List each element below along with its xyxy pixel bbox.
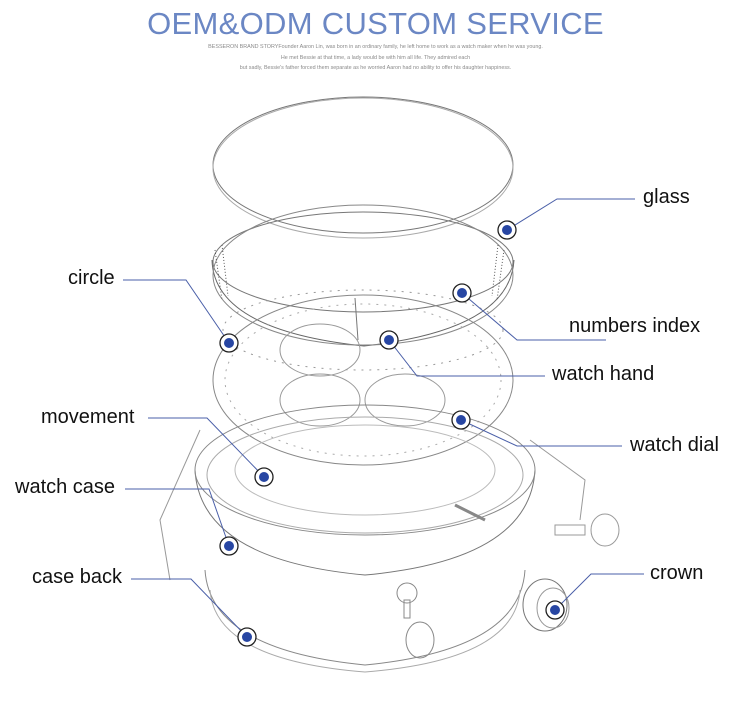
label-numbers-index: numbers index [569, 315, 701, 337]
label-movement: movement [41, 406, 135, 428]
leader-line-watch-case [125, 488, 230, 547]
circle-part [211, 204, 515, 347]
label-watch-dial: watch dial [630, 434, 719, 456]
brand-story-line-1: BESSERON BRAND STORYFounder Aaron Lin, w… [208, 44, 543, 50]
leader-line-circle [123, 279, 230, 344]
numbers-index-part [222, 289, 504, 371]
marker-glass [497, 220, 517, 240]
leader-line-watch-dial [460, 419, 622, 447]
marker-numbers-index [452, 283, 472, 303]
brand-story-line-3: but sadly, Bessie's father forced them s… [239, 65, 512, 71]
page-title: OEM&ODM CUSTOM SERVICE [147, 6, 604, 41]
label-watch-case: watch case [15, 476, 116, 498]
leader-line-numbers-index [461, 292, 606, 341]
label-circle: circle [68, 267, 115, 289]
marker-watch-hand [379, 330, 399, 350]
label-glass: glass [643, 186, 690, 208]
leader-line-crown [554, 573, 644, 611]
marker-crown [545, 600, 565, 620]
case-back-part [204, 569, 526, 673]
marker-circle [219, 333, 239, 353]
label-case-back: case back [32, 566, 123, 588]
watch-dial-part [212, 294, 514, 466]
leader-line-case-back [131, 578, 248, 638]
glass-part [212, 96, 514, 239]
marker-case-back [237, 627, 257, 647]
brand-story-line-2: He met Bessie at that time, a lady would… [280, 55, 471, 61]
leader-line-movement [148, 417, 265, 478]
leader-line-glass [506, 198, 635, 231]
watch-case-part [159, 404, 586, 581]
marker-watch-case [219, 536, 239, 556]
leader-line-watch-hand [388, 339, 545, 377]
marker-movement [254, 467, 274, 487]
label-crown: crown [650, 562, 704, 584]
marker-watch-dial [451, 410, 471, 430]
label-watch-hand: watch hand [552, 363, 655, 385]
crown-part [522, 513, 620, 632]
pusher-part [396, 582, 435, 659]
